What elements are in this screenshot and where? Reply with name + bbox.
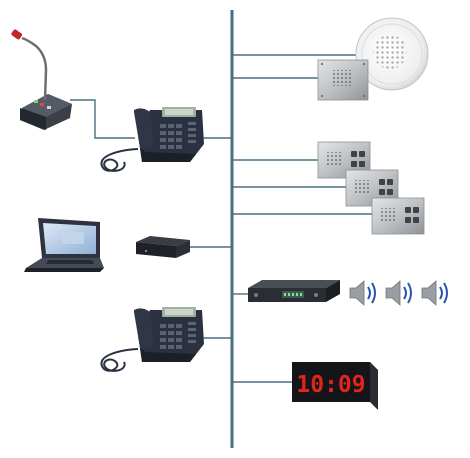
intercom-panel-icon (317, 59, 369, 101)
connector-lines (70, 54, 372, 383)
desk-phone-icon (100, 107, 204, 172)
amplifier-icon (248, 280, 340, 302)
clock-display: 10:09 (296, 372, 365, 398)
laptop-icon (24, 218, 104, 272)
ceiling-speaker-icon (355, 17, 429, 91)
microphone-console-icon (11, 29, 72, 130)
speaker-sound-icon (349, 280, 448, 306)
digital-clock-icon: 10:09 (292, 362, 378, 410)
desk-phone-icon (100, 307, 204, 372)
adapter-box-icon (136, 236, 190, 258)
connector-mic (70, 99, 135, 139)
call-switch-icon (371, 197, 425, 235)
